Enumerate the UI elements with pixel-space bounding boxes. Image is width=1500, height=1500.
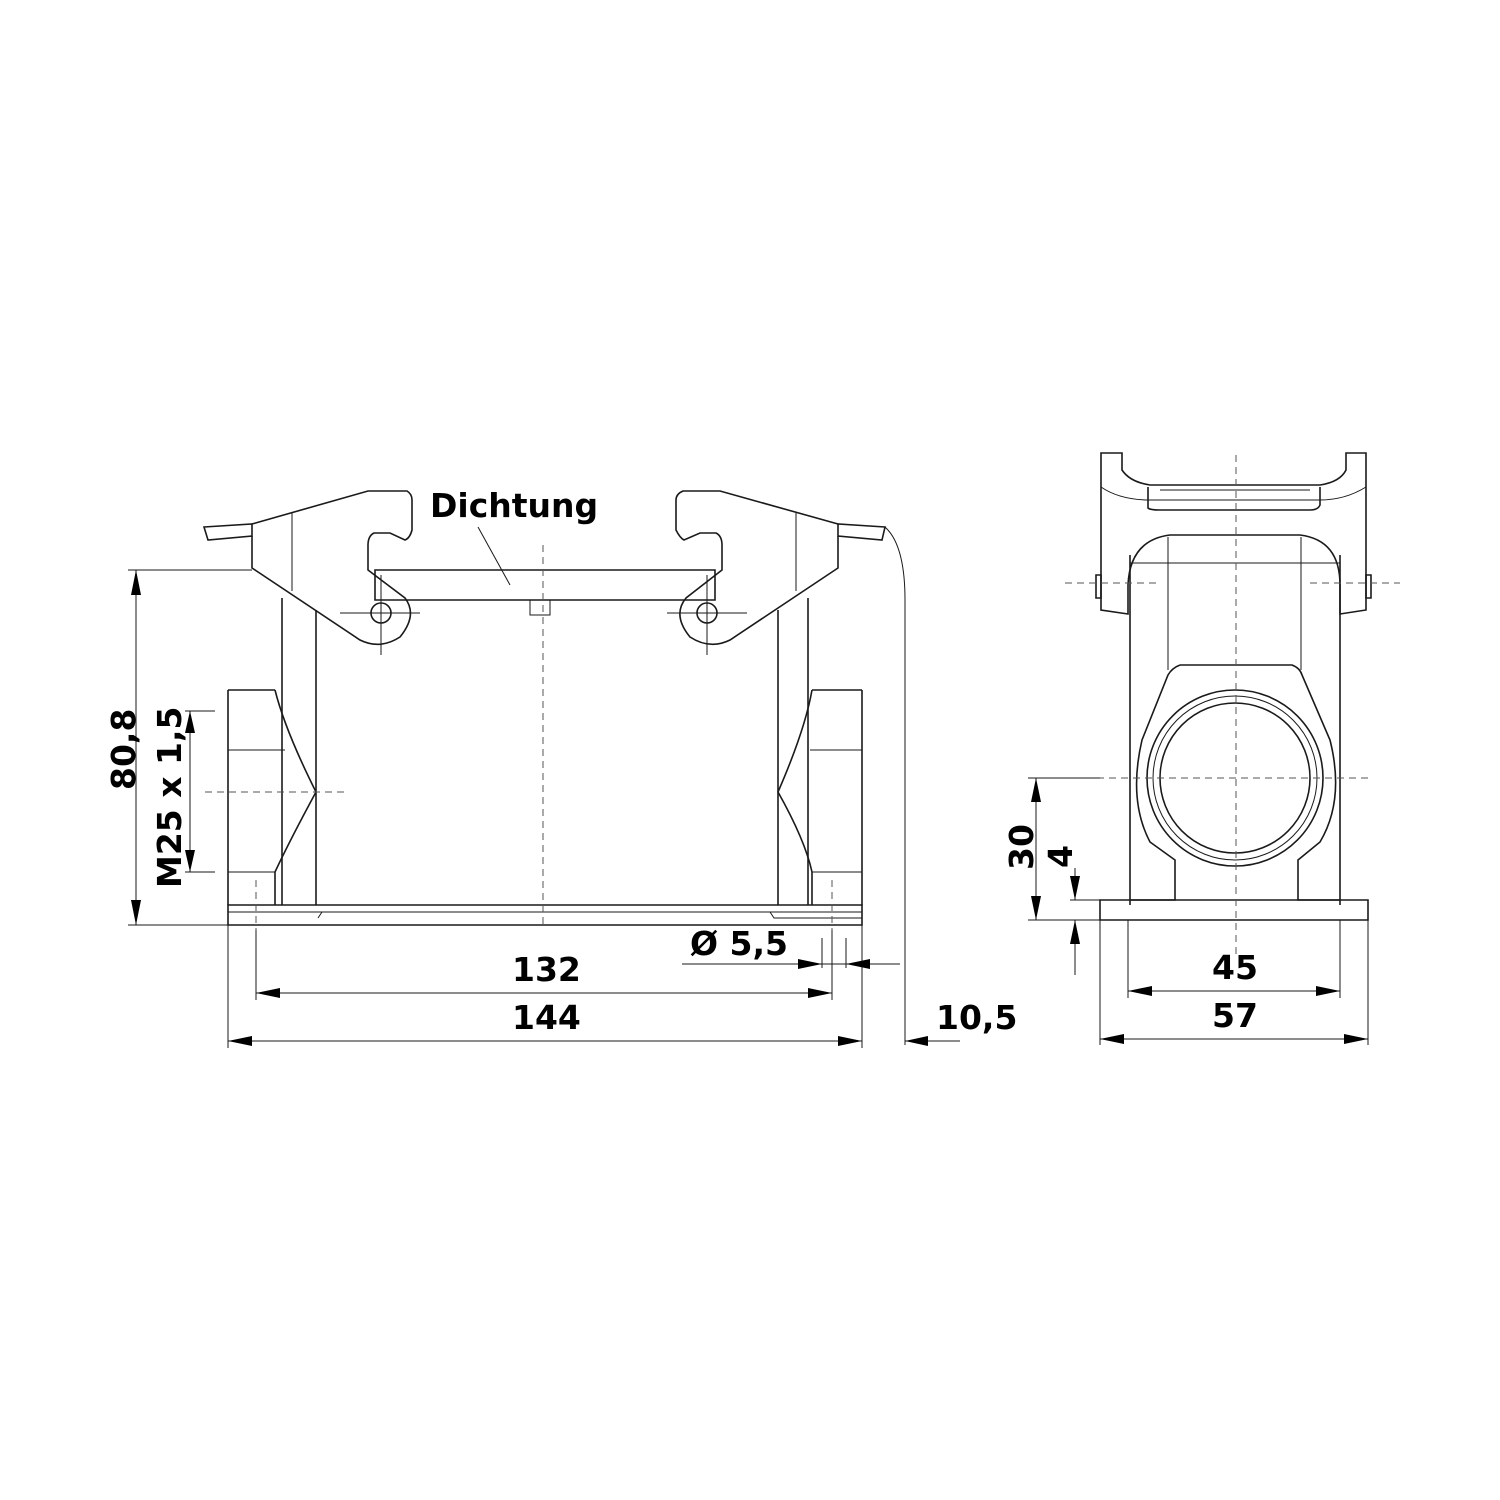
- thread-dimension-label: M25 x 1,5: [150, 706, 189, 888]
- hole-diameter-label: Ø 5,5: [690, 924, 789, 963]
- offset-label: 10,5: [936, 998, 1018, 1037]
- foot-height-label: 4: [1041, 845, 1080, 868]
- inner-width-label: 132: [512, 950, 581, 989]
- height-dimension-label: 80,8: [104, 708, 143, 790]
- center-height-label: 30: [1002, 824, 1041, 870]
- front-view: [202, 490, 906, 1045]
- front-dimensions: [128, 569, 960, 1048]
- dichtung-callout: Dichtung: [430, 486, 599, 525]
- side-dimensions: [1028, 777, 1369, 1045]
- outer-width-label: 144: [512, 998, 581, 1037]
- side-outer-width-label: 57: [1212, 996, 1258, 1035]
- side-view: [1065, 452, 1400, 955]
- side-inner-width-label: 45: [1212, 948, 1258, 987]
